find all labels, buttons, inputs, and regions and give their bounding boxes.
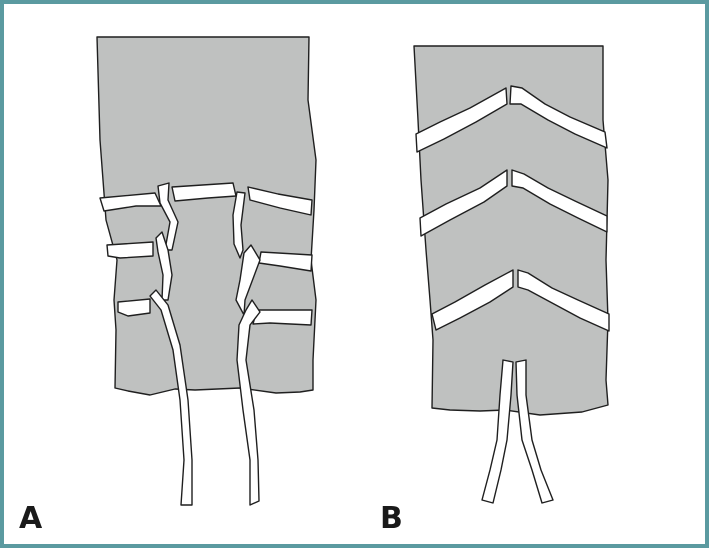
- panel-a-strap-row2-left: [106, 241, 154, 259]
- panel-a-illustration: [96, 36, 317, 506]
- panel-a-strap-row1-mid: [171, 182, 237, 202]
- panel-a-strap-row1-left: [99, 192, 162, 212]
- panel-a-strap-row3-right: [252, 309, 313, 326]
- panel-a-label: A: [19, 501, 43, 536]
- panel-a-strap-vertical-right-upper: [232, 191, 246, 259]
- panel-b-chevron3-left: [431, 269, 514, 331]
- panel-b-strap-tail-left: [481, 359, 514, 504]
- panel-a-strap-row3-left: [117, 298, 151, 317]
- panel-b-strap-tail-right: [515, 359, 554, 504]
- panel-b-chevron3-right: [517, 269, 610, 332]
- panel-a-strap-vertical-left-middle: [155, 231, 173, 301]
- panel-b-chevron1-left: [415, 87, 508, 153]
- panel-a-strap-row1-right: [247, 186, 313, 216]
- panel-b-chevron2-right: [511, 169, 608, 233]
- panel-a-strap-tail-left: [149, 289, 193, 506]
- panel-a-strap-vertical-left-upper: [157, 182, 179, 251]
- panel-a-fabric: [96, 36, 317, 396]
- panel-b-chevron2-left: [419, 169, 508, 237]
- panel-a-strap-tail-right: [236, 299, 261, 506]
- panel-b-illustration: [413, 45, 610, 504]
- panel-a-strap-vertical-right-middle: [235, 244, 261, 316]
- panel-b-label: B: [380, 501, 403, 536]
- panel-b-chevron1-right: [509, 85, 608, 149]
- illustration-canvas: [96, 36, 610, 506]
